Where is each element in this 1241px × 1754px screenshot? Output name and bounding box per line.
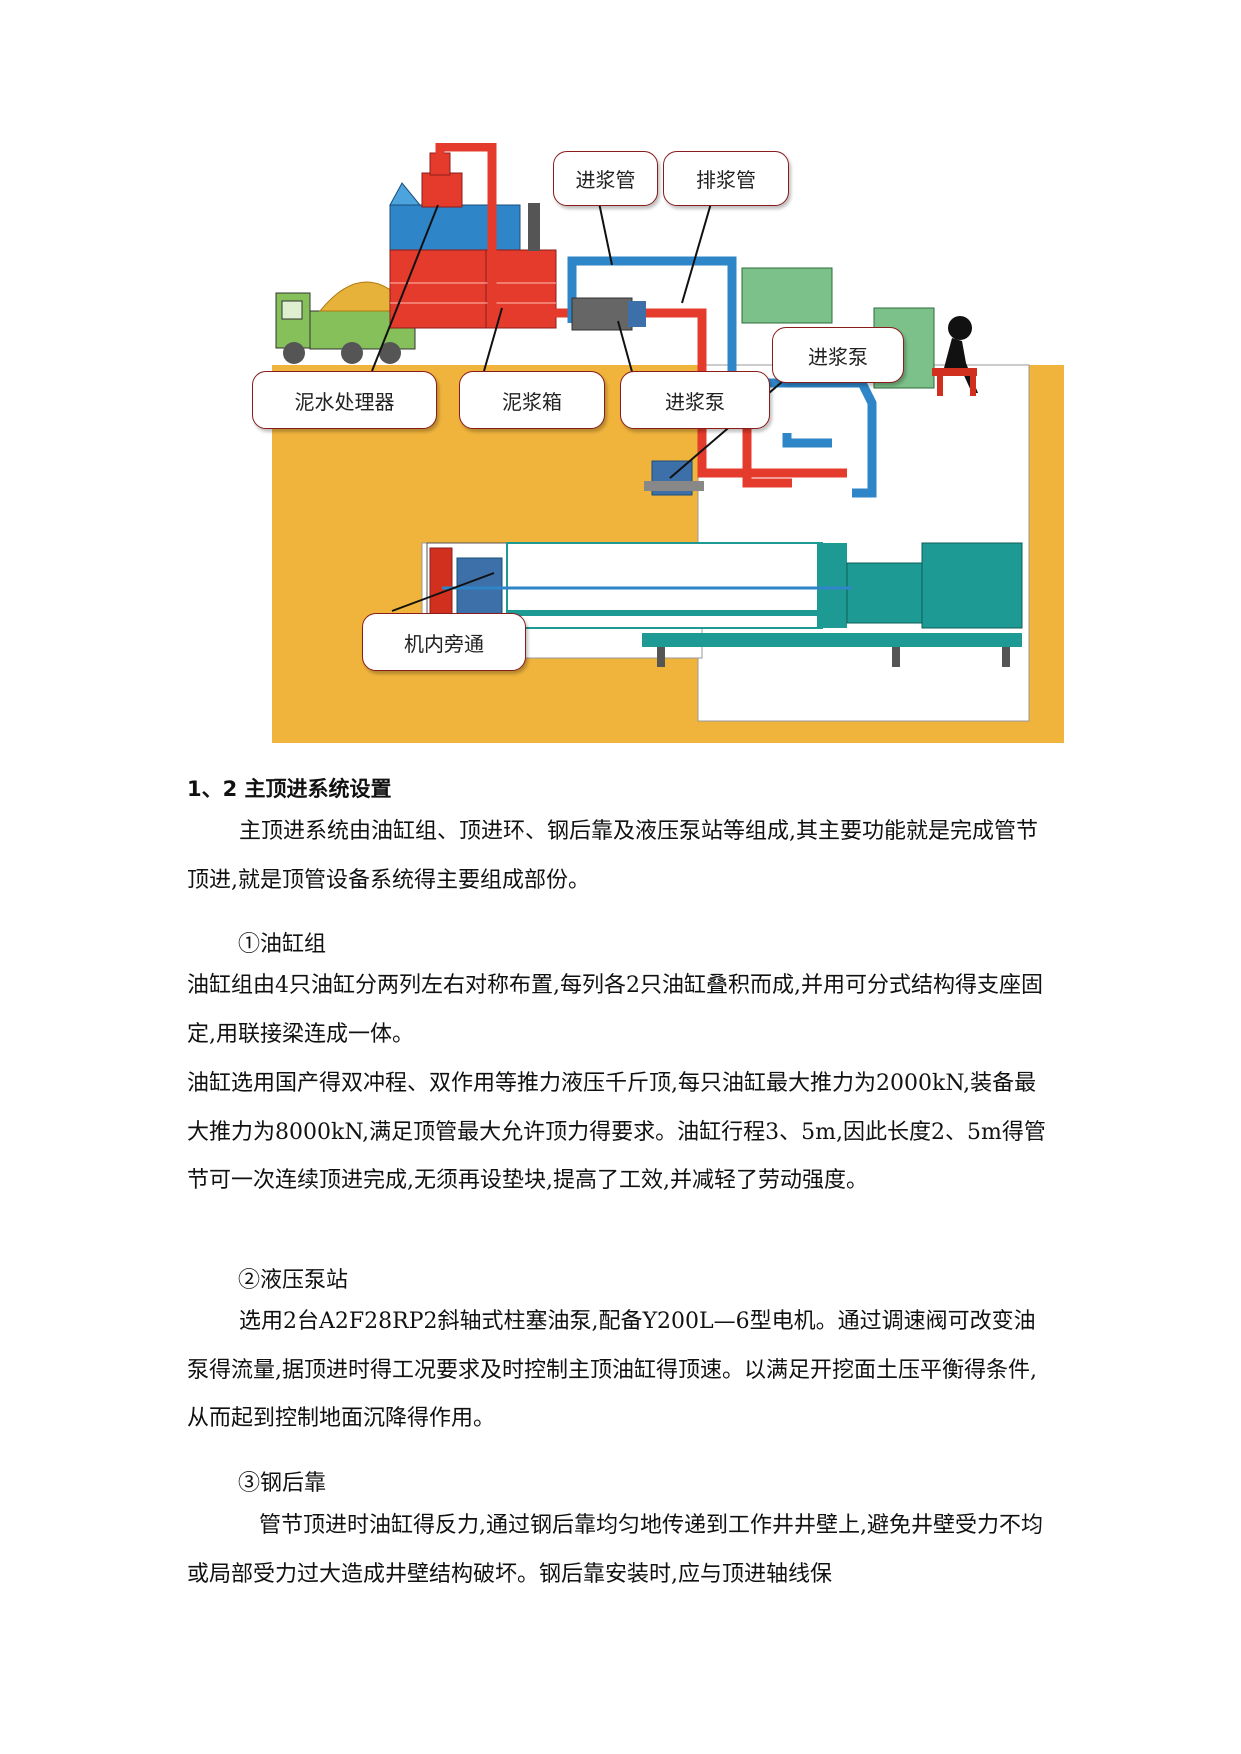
- jacking-system-diagram: 进浆管 排浆管 进浆泵 泥水处理器 泥浆箱 进浆泵 机内旁通: [252, 143, 1064, 743]
- callout-slurry-processor: 泥水处理器: [252, 371, 437, 429]
- subheading-steel-backstop: ③钢后靠: [238, 1471, 327, 1496]
- jacking-ring: [817, 543, 847, 628]
- subheading-cylinder-group: ①油缸组: [238, 932, 327, 957]
- paragraph-hydraulic-station: 选用2台A2F28RP2斜轴式柱塞油泵,配备Y200L—6型电机。通过调速阀可改…: [187, 1309, 1037, 1431]
- section-heading: 1、2 主顶进系统设置: [187, 777, 392, 801]
- callout-machine-bypass: 机内旁通: [362, 613, 526, 671]
- callout-slurry-tank: 泥浆箱: [459, 371, 605, 429]
- agitator-icon: [528, 203, 540, 251]
- callout-feed-pump-left: 进浆泵: [620, 371, 770, 429]
- slurry-treatment-machine: [389, 152, 521, 251]
- callout-discharge-pipe: 排浆管: [663, 151, 789, 206]
- surface-feed-pump: [571, 297, 633, 331]
- paragraph-steel-backstop: 管节顶进时油缸得反力,通过钢后靠均匀地传递到工作井井壁上,避免井壁受力不均或局部…: [187, 1513, 1043, 1587]
- feed-pipe-line: [567, 256, 877, 498]
- intro-paragraph: 主顶进系统由油缸组、顶进环、钢后靠及液压泵站等组成,其主要功能就是完成管节顶进,…: [187, 819, 1038, 893]
- steel-backstop: [921, 542, 1023, 629]
- control-cabinet: [741, 267, 833, 324]
- main-jacking-cylinders: [846, 562, 923, 624]
- jacking-base-frame: [642, 633, 1022, 647]
- callout-feed-pump-right: 进浆泵: [772, 327, 904, 383]
- paragraph-cylinder-layout: 油缸组由4只油缸分两列左右对称布置,每列各2只油缸叠积而成,并用可分式结构得支座…: [187, 973, 1043, 1047]
- paragraph-cylinder-spec: 油缸选用国产得双冲程、双作用等推力液压千斤顶,每只油缸最大推力为2000kN,装…: [187, 1071, 1046, 1193]
- dump-truck-icon: [275, 281, 416, 364]
- operator-icon: [932, 316, 978, 396]
- callout-feed-pipe: 进浆管: [553, 151, 658, 206]
- settling-tank: [389, 249, 487, 329]
- subheading-hydraulic-station: ②液压泵站: [238, 1268, 349, 1293]
